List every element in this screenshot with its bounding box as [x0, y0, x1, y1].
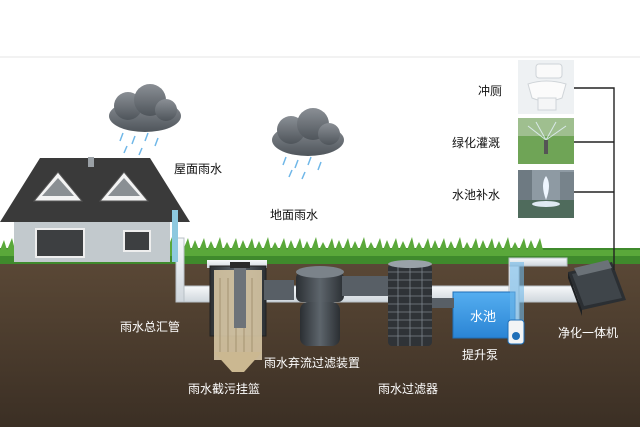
distribution-lines: [570, 87, 615, 270]
fountain-icon: [518, 170, 574, 218]
interception-basket: [209, 262, 267, 372]
rainwater-filter: [388, 260, 432, 346]
rain-cloud-icon-left: [109, 84, 181, 156]
water-tank: [432, 262, 524, 339]
diverter-filter-device: [264, 266, 392, 346]
sprinkler-icon: [518, 118, 574, 164]
purifier-unit: [568, 260, 626, 316]
toilet-icon: [518, 60, 574, 114]
label-filter: 雨水过滤器: [378, 382, 439, 396]
label-tank: 水池: [470, 310, 497, 325]
label-pump: 提升泵: [462, 348, 499, 362]
label-roof-rain: 屋面雨水: [174, 162, 223, 176]
label-toilet: 冲厕: [478, 84, 503, 98]
label-pool-supply: 水池补水: [452, 188, 501, 202]
rain-cloud-icon-right: [272, 108, 344, 180]
label-ground-rain: 地面雨水: [270, 208, 319, 222]
label-main-pipe: 雨水总汇管: [120, 320, 181, 334]
label-basket: 雨水截污挂篮: [188, 382, 261, 396]
lift-pump: [507, 319, 525, 345]
label-diverter: 雨水弃流过滤装置: [264, 356, 361, 370]
label-irrigation: 绿化灌溉: [452, 136, 501, 150]
house: [0, 157, 190, 262]
label-purifier: 净化一体机: [558, 326, 619, 340]
